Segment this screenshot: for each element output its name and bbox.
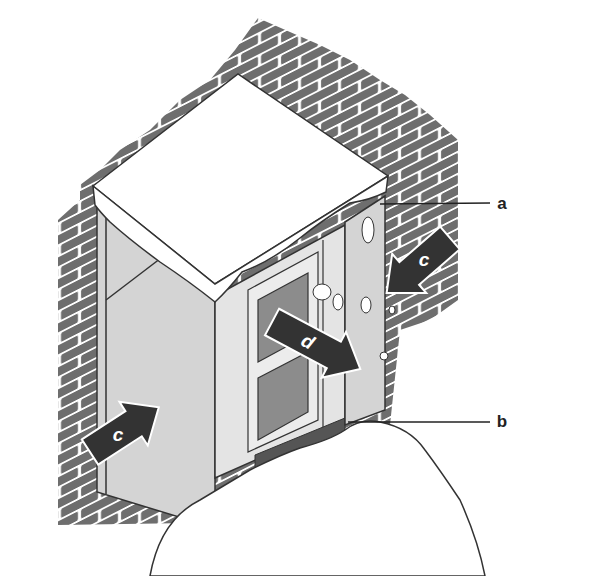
unit-grille [258,352,308,440]
snow-drip [333,294,343,310]
snow-drip [389,306,395,314]
canopy-brace [106,255,165,300]
canopy-side-panel [345,196,385,425]
airflow-arrow [76,386,173,474]
leader-line [380,203,490,204]
arrow-letter: c [113,425,124,444]
snow-edge [93,176,388,302]
snow-heap [150,421,485,576]
snow-drip [380,352,388,360]
arrow-letter: c [419,250,430,269]
airflow-arrow [370,218,468,312]
canopy-roof-snow [93,74,388,284]
snow-drip [362,217,374,243]
callout-letter: a [497,195,506,212]
airflow-arrow [260,299,373,392]
unit-panel [248,252,318,452]
snow-drip [313,284,331,300]
leader-line [348,421,490,422]
callout-letter: b [497,413,507,430]
snow-drip [361,297,371,313]
